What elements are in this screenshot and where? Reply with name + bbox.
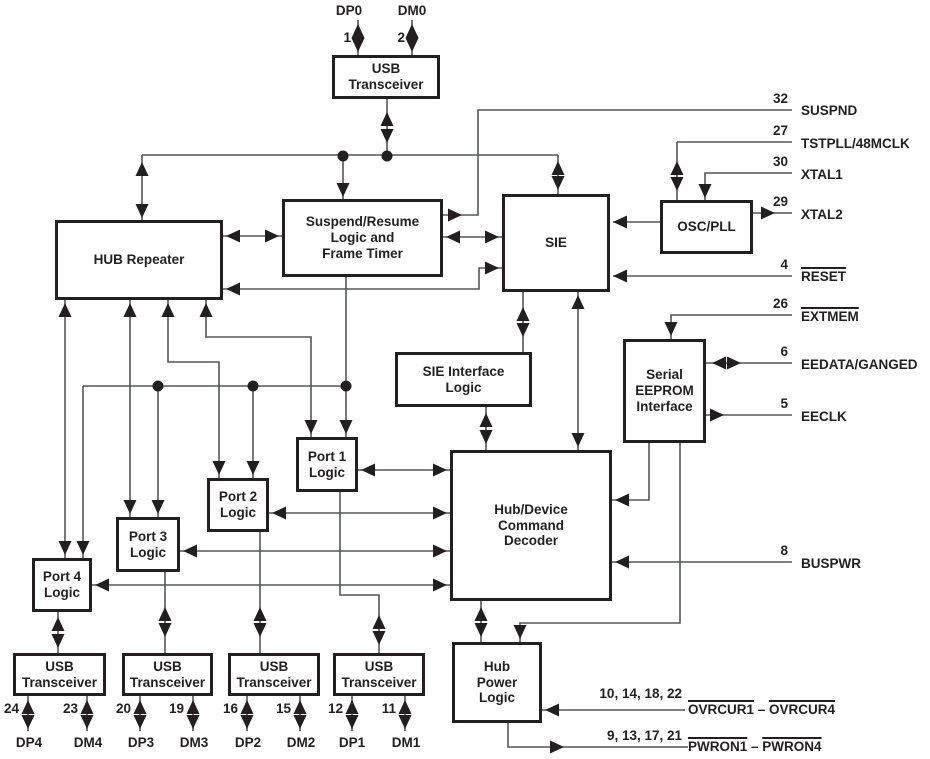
block-suspend-resume: Suspend/Resume Logic and Frame Timer <box>282 199 443 277</box>
block-usb-transceiver-1: USB Transceiver <box>333 653 425 696</box>
block-usb-transceiver-4: USB Transceiver <box>13 653 106 696</box>
dp3-pin-label: DP3 <box>127 735 155 750</box>
dp2-pin-number: 16 <box>222 701 238 716</box>
dp0-pin-number: 1 <box>343 30 351 45</box>
block-serial-eeprom-interface: Serial EEPROM Interface <box>623 339 706 443</box>
block-osc-pll: OSC/PLL <box>660 200 753 254</box>
dm1-pin-number: 11 <box>381 701 396 716</box>
wires-ports <box>64 277 450 586</box>
dm4-pin-label: DM4 <box>73 735 103 750</box>
xtal1-pin-label: XTAL1 <box>801 167 843 182</box>
reset-pin-label: RESET <box>801 269 847 284</box>
suspnd-pin-label: SUSPND <box>801 103 858 118</box>
extmem-pin-label: EXTMEM <box>801 309 859 324</box>
block-port3-logic: Port 3 Logic <box>116 517 180 572</box>
dp4-pin-label: DP4 <box>15 735 43 750</box>
wires-top <box>141 99 792 290</box>
pwron-dash: – <box>747 739 763 754</box>
suspnd-pin-number: 32 <box>772 91 788 106</box>
ovrcur-pin-numbers: 10, 14, 18, 22 <box>599 686 682 701</box>
ovrcur-dash: – <box>754 702 770 717</box>
eedata-pin-number: 6 <box>780 344 788 359</box>
xtal1-pin-number: 30 <box>772 154 788 169</box>
block-sie: SIE <box>502 194 610 292</box>
wires-bottom <box>27 20 413 731</box>
block-port1-logic: Port 1 Logic <box>296 437 358 492</box>
block-usb-transceiver-0: USB Transceiver <box>332 55 440 99</box>
tstpll-pin-number: 27 <box>772 123 788 138</box>
dp0-pin-label: DP0 <box>335 3 363 18</box>
pwron-from: PWRON1 <box>688 739 748 754</box>
xtal2-pin-number: 29 <box>772 194 788 209</box>
dm0-pin-label: DM0 <box>397 3 427 18</box>
eedata-pin-label: EEDATA/GANGED <box>801 357 918 372</box>
eeclk-pin-number: 5 <box>780 396 788 411</box>
block-port4-logic: Port 4 Logic <box>32 558 92 612</box>
wires-right <box>480 292 792 748</box>
eeclk-pin-label: EECLK <box>801 409 847 424</box>
dm1-pin-label: DM1 <box>391 735 421 750</box>
pwron-pin-label: PWRON1 – PWRON4 <box>688 739 822 755</box>
dp1-pin-label: DP1 <box>338 735 366 750</box>
block-sie-interface-logic: SIE Interface Logic <box>395 352 532 407</box>
dm0-pin-number: 2 <box>397 30 405 45</box>
buspwr-pin-number: 8 <box>780 543 788 558</box>
ovrcur-pin-label: OVRCUR1 – OVRCUR4 <box>688 702 836 718</box>
pwron-to: PWRON4 <box>762 739 822 754</box>
block-port2-logic: Port 2 Logic <box>207 478 269 532</box>
dp2-pin-label: DP2 <box>234 735 262 750</box>
block-hub-power-logic: Hub Power Logic <box>452 642 542 723</box>
pwron-pin-numbers: 9, 13, 17, 21 <box>606 728 682 743</box>
block-usb-transceiver-3: USB Transceiver <box>122 653 213 696</box>
dm3-pin-number: 19 <box>168 701 184 716</box>
dm2-pin-number: 15 <box>275 701 291 716</box>
dm4-pin-number: 23 <box>62 701 78 716</box>
dp4-pin-number: 24 <box>3 701 19 716</box>
block-usb-transceiver-2: USB Transceiver <box>228 653 320 696</box>
ovrcur-to: OVRCUR4 <box>769 702 836 717</box>
dm3-pin-label: DM3 <box>179 735 209 750</box>
buspwr-pin-label: BUSPWR <box>801 556 861 571</box>
ovrcur-from: OVRCUR1 <box>688 702 755 717</box>
dp1-pin-number: 12 <box>327 701 343 716</box>
tstpll-pin-label: TSTPLL/48MCLK <box>801 136 910 151</box>
block-hub-device-command-decoder: Hub/Device Command Decoder <box>450 450 612 601</box>
extmem-pin-number: 26 <box>772 296 788 311</box>
reset-pin-number: 4 <box>780 257 788 272</box>
junction-dots <box>152 150 393 392</box>
dp3-pin-number: 20 <box>115 701 131 716</box>
dm2-pin-label: DM2 <box>286 735 316 750</box>
xtal2-pin-label: XTAL2 <box>801 207 843 222</box>
block-hub-repeater: HUB Repeater <box>55 220 223 300</box>
